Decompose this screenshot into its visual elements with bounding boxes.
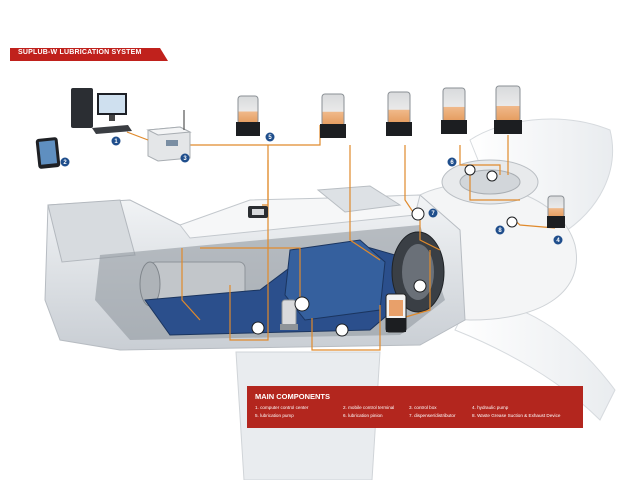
title-banner-shape <box>10 48 168 61</box>
component-item: 4. hydraulic pump <box>472 405 509 410</box>
component-item: 3. control box <box>409 405 437 410</box>
component-item: 5. lubrication pump <box>255 413 294 418</box>
callout-badge-4: 4 <box>553 235 563 245</box>
callout-badge-2: 2 <box>60 157 70 167</box>
lubrication-pump-1 <box>236 95 260 136</box>
lubrication-pinion <box>280 299 298 330</box>
svg-text:3: 3 <box>183 156 187 162</box>
svg-text:2: 2 <box>63 160 67 166</box>
component-item: 7. dispenser/distributor <box>409 413 456 418</box>
component-item: 8. Waste Grease Suction & Exhaust Device <box>472 413 561 418</box>
hydraulic-pump <box>547 195 565 228</box>
main-components-panel: MAIN COMPONENTS 1. computer control cent… <box>247 386 583 428</box>
mobile-control-terminal <box>35 137 61 169</box>
lubrication-lines <box>181 125 556 351</box>
computer-control-center <box>71 88 132 134</box>
lubrication-pump-3 <box>386 91 412 136</box>
rear-cooler <box>47 199 136 263</box>
component-item: 2. mobile control terminal <box>343 405 395 410</box>
dispenser-distributor <box>248 206 268 218</box>
callout-badge-8: 8 <box>495 225 505 235</box>
lubrication-pump-5 <box>494 85 522 134</box>
diagram-title: SUPLUB-W LUBRICATION SYSTEM <box>18 49 142 56</box>
svg-text:1: 1 <box>114 139 118 145</box>
lubrication-pump-4 <box>441 87 467 134</box>
svg-text:4: 4 <box>556 238 560 244</box>
callout-badge-7: 7 <box>428 208 438 218</box>
main-components-heading: MAIN COMPONENTS <box>255 392 330 401</box>
svg-text:6: 6 <box>450 160 454 166</box>
svg-text:8: 8 <box>498 228 502 234</box>
svg-text:7: 7 <box>431 211 435 217</box>
callout-badge-5: 5 <box>265 132 275 142</box>
component-item: 1. computer control center <box>255 405 309 410</box>
component-item: 6. lubrication pinion <box>343 413 383 418</box>
waste-grease-suction-exhaust-device <box>385 293 407 333</box>
control-box <box>146 110 192 162</box>
callout-badge-6: 6 <box>447 157 457 167</box>
svg-text:5: 5 <box>268 135 272 141</box>
lubrication-pump-2 <box>320 93 346 138</box>
title-banner: SUPLUB-W LUBRICATION SYSTEM <box>10 48 168 61</box>
callout-badge-3: 3 <box>180 153 190 163</box>
callout-badge-1: 1 <box>111 136 121 146</box>
main-components-list: 1. computer control center 2. mobile con… <box>255 405 577 418</box>
